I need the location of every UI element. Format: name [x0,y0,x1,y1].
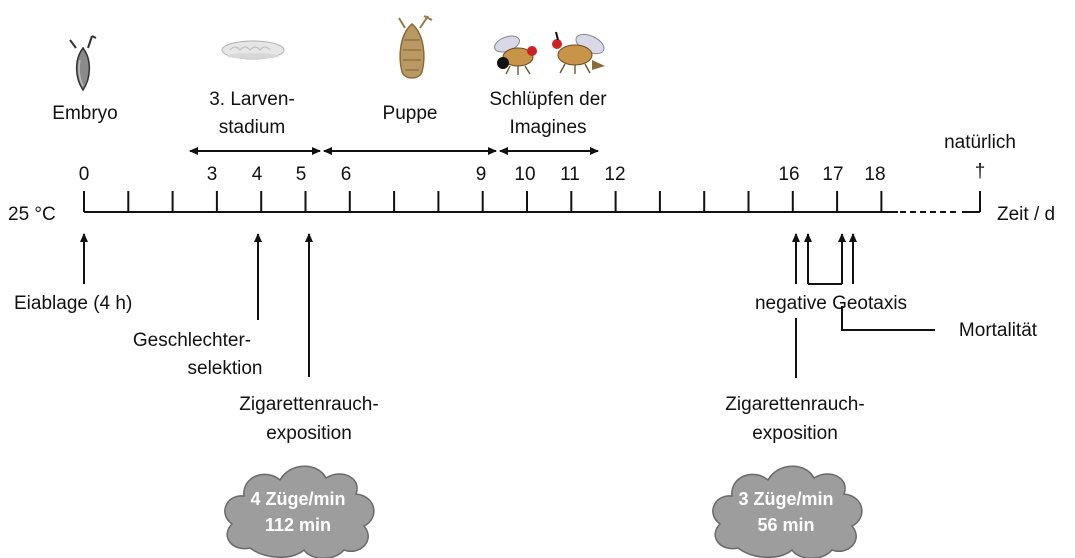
stage-larva-line2: stadium [219,117,286,138]
day-label-17: 17 [822,164,843,185]
smoke-exposure-2-line2: exposition [752,423,838,444]
cloud-first-exposure: 4 Züge/min 112 min [224,465,375,558]
mortality-connector [841,306,935,331]
sex-selection-line1: Geschlechter- [133,330,251,351]
stage-eclosion-line1: Schlüpfen der [489,89,607,110]
negative-geotaxis-label: negative Geotaxis [755,293,907,314]
day-labels: 0 3 4 5 6 9 10 11 12 16 17 18 [79,164,886,185]
cloud-second-line1: 3 Züge/min [738,489,833,509]
day-label-10: 10 [514,164,535,185]
day-label-16: 16 [778,164,799,185]
day-label-9: 9 [476,164,487,185]
smoke-exposure-1-line2: exposition [266,423,352,444]
stage-pupa: Puppe [383,103,438,124]
cloud-first-line2: 112 min [265,515,331,535]
day-label-0: 0 [79,164,90,185]
temperature-label: 25 °C [8,204,56,225]
egg-laying-label: Eiablage (4 h) [14,293,132,314]
dagger-symbol: † [975,161,986,182]
cloud-first-line1: 4 Züge/min [250,489,345,509]
stage-larva-line1: 3. Larven- [209,89,295,110]
pupa-icon [398,15,433,79]
day-label-3: 3 [207,164,218,185]
smoke-exposure-1-line1: Zigarettenrauch- [239,394,378,415]
day-label-12: 12 [604,164,625,185]
smoke-exposure-2-line1: Zigarettenrauch- [725,394,864,415]
day-label-4: 4 [252,164,263,185]
stage-embryo: Embryo [52,103,117,124]
day-label-18: 18 [864,164,885,185]
natural-death-label: natürlich [944,132,1016,153]
embryo-icon [69,35,97,92]
cloud-second-exposure: 3 Züge/min 56 min [712,465,863,558]
day-label-5: 5 [296,164,307,185]
day-label-6: 6 [341,164,352,185]
axis-ticks [83,191,883,212]
mortality-label: Mortalität [959,320,1038,341]
larva-icon [221,40,285,60]
time-unit-label: Zeit / d [997,204,1055,225]
fly-icon [494,31,605,75]
day-label-11: 11 [560,164,580,185]
stage-eclosion-line2: Imagines [509,117,586,138]
cloud-second-line2: 56 min [757,515,814,535]
sex-selection-line2: selektion [188,358,263,379]
